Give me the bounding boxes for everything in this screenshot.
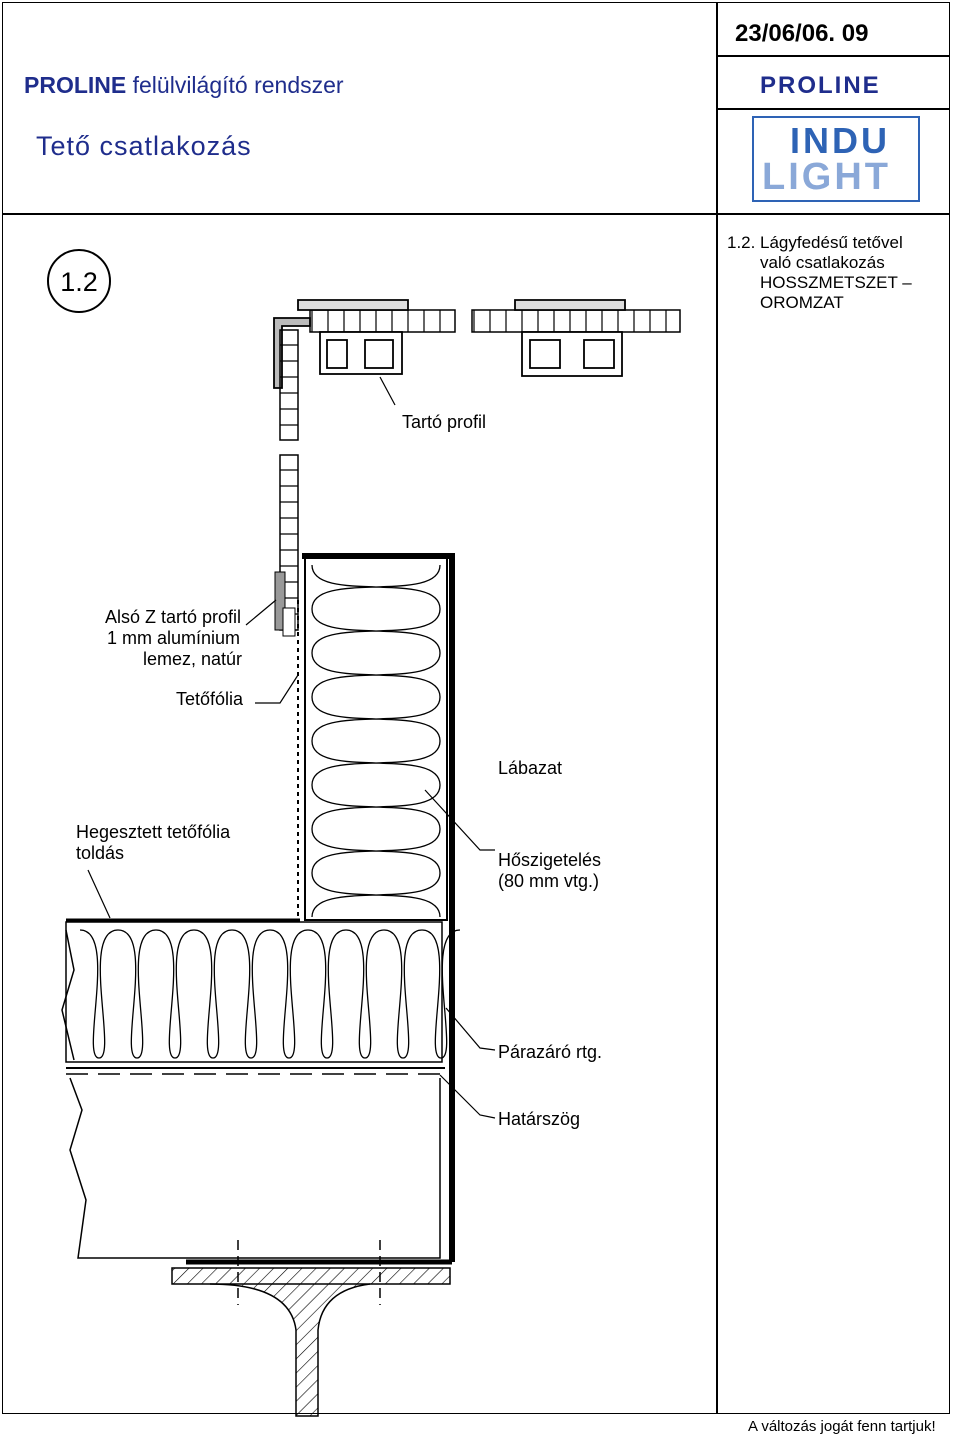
- brand-divider: [716, 108, 950, 110]
- detail-badge-text: 1.2: [60, 267, 98, 297]
- label-hatarszog: Határszög: [498, 1109, 581, 1129]
- leader-also-z: [245, 599, 277, 626]
- leader-lines: [87, 599, 496, 1119]
- insulation-wave: [311, 696, 441, 742]
- support-profile-right: [514, 299, 626, 377]
- page-subtitle: Tető csatlakozás: [36, 131, 252, 161]
- footer-note: A változás jogát fenn tartjuk!: [748, 1418, 936, 1435]
- label-hegesztett-1: Hegesztett tetőfólia: [76, 822, 231, 842]
- roof-insulation-wave: [421, 929, 461, 1059]
- logo-text-indu: INDU: [790, 120, 890, 161]
- insulation-wave: [311, 652, 441, 698]
- label-tarto-profil: Tartó profil: [402, 412, 487, 432]
- roof-insulation-wave: [345, 929, 385, 1059]
- detail-note-line-3: HOSSZMETSZET –: [760, 273, 912, 292]
- insulation-wave: [311, 784, 441, 830]
- leader-hatarszog: [439, 1074, 496, 1119]
- label-hegesztett-2: toldás: [76, 843, 125, 863]
- roof-insulation-wave: [231, 929, 271, 1059]
- title-block-divider: [2, 213, 950, 215]
- leader-tetofolia: [255, 674, 299, 704]
- insulation-wave: [311, 564, 441, 610]
- polycarbonate-panel: [309, 309, 681, 333]
- roof-insulation-wave: [383, 929, 423, 1059]
- leader-parazaro: [445, 1007, 496, 1051]
- insulation-wave: [311, 872, 441, 918]
- label-also-z-3: lemez, natúr: [143, 649, 243, 669]
- detail-note-line-1: Lágyfedésű tetővel: [760, 233, 903, 252]
- insulation-wave: [311, 828, 441, 874]
- drawing-date: 23/06/06. 09: [735, 20, 869, 47]
- leader-hoszigeteles: [424, 789, 495, 851]
- label-hoszigeteles-1: Hőszigetelés: [498, 850, 602, 870]
- date-divider: [716, 55, 950, 57]
- roof-insulation-wave: [79, 929, 119, 1059]
- system-title-bold: PROLINE: [24, 72, 127, 98]
- label-labazat: Lábazat: [498, 758, 563, 778]
- roof-insulation-wave: [269, 929, 309, 1059]
- right-column-divider: [716, 2, 718, 1414]
- insulation-wave: [311, 608, 441, 654]
- detail-note-line-4: OROMZAT: [760, 293, 844, 312]
- roof-insulation: [65, 918, 461, 1075]
- leader-hegesztett: [87, 869, 111, 919]
- system-title-rest: felülvilágító rendszer: [132, 72, 344, 98]
- concrete-slab: [61, 929, 441, 1259]
- insulation-wave: [311, 740, 441, 786]
- detail-badge-circle: [47, 249, 111, 313]
- roof-insulation-wave: [193, 929, 233, 1059]
- upstand-structure: [274, 553, 455, 1262]
- detail-note-number: 1.2.: [727, 233, 756, 252]
- label-hoszigeteles-2: (80 mm vtg.): [498, 871, 600, 891]
- roof-insulation-wave: [155, 929, 195, 1059]
- label-also-z-1: Alsó Z tartó profil: [105, 607, 242, 627]
- system-title: PROLINE felülvilágító rendszer: [24, 72, 344, 98]
- leader-tarto-profil: [379, 376, 396, 406]
- brand-name: PROLINE: [760, 72, 881, 99]
- steel-beam: [171, 1240, 452, 1417]
- logo-text-light: LIGHT: [762, 156, 891, 198]
- label-also-z-2: 1 mm alumínium: [107, 628, 241, 648]
- label-parazaro: Párazáró rtg.: [498, 1042, 603, 1062]
- support-profile-left: [273, 299, 409, 389]
- drawing-frame: [2, 2, 950, 1414]
- roof-insulation-wave: [117, 929, 157, 1059]
- indulight-logo: [752, 116, 920, 202]
- roof-insulation-wave: [307, 929, 347, 1059]
- label-tetofolia: Tetőfólia: [176, 689, 244, 709]
- detail-note-line-2: való csatlakozás: [760, 253, 885, 272]
